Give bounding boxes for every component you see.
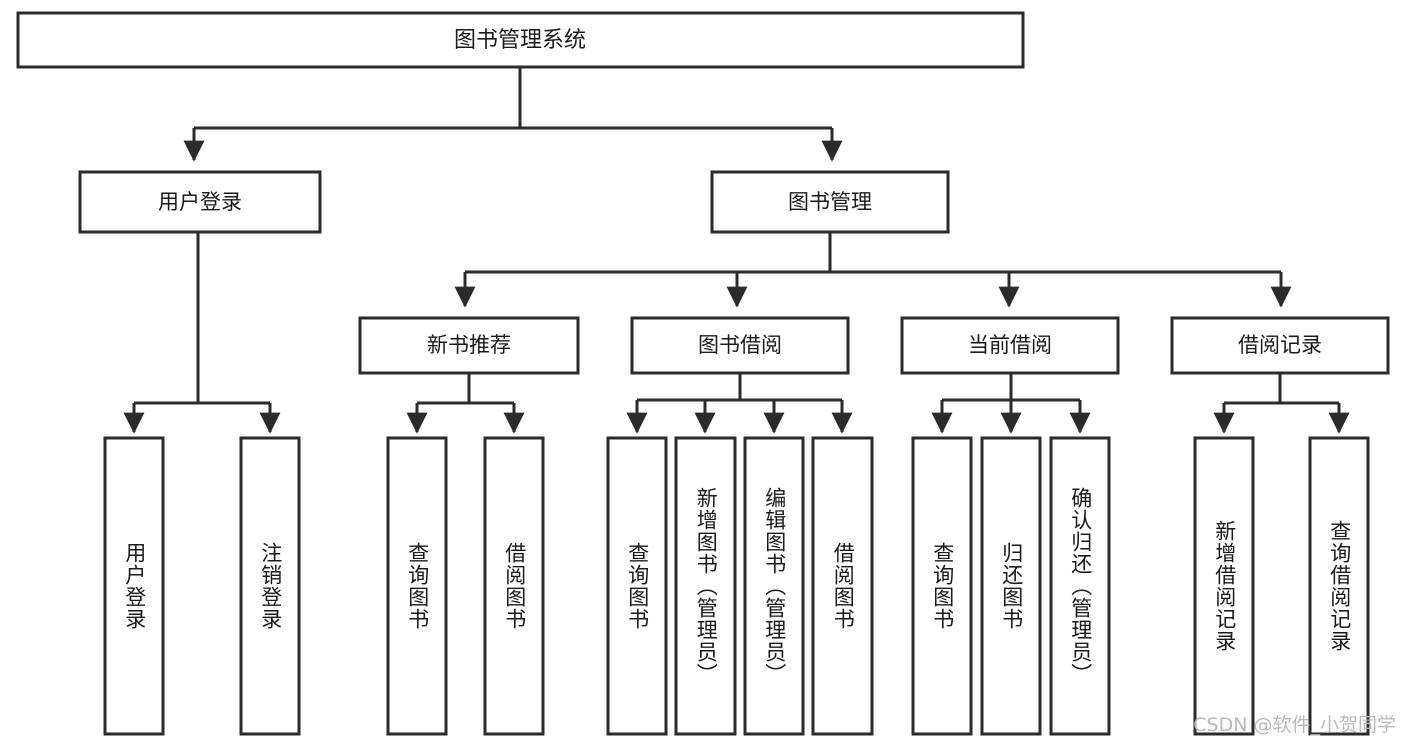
connector-group-new-book-recommend xyxy=(406,373,525,434)
node-new-book-recommend[interactable]: 新书推荐 xyxy=(358,316,580,375)
leaf-confirm-return-box[interactable] xyxy=(1049,436,1111,736)
node-user-login-box xyxy=(78,170,322,234)
node-root[interactable]: 图书管理系统 xyxy=(16,11,1025,69)
node-borrow-record-label: 借阅记录 xyxy=(1238,333,1322,357)
node-root-box xyxy=(16,11,1025,69)
node-book-management-label: 图书管理 xyxy=(788,190,872,214)
node-book-management-box xyxy=(710,170,950,234)
node-book-borrow-box xyxy=(630,316,850,375)
connector-group-book-borrow xyxy=(626,373,853,434)
leaf-boxes xyxy=(103,436,1370,736)
node-root-label: 图书管理系统 xyxy=(454,28,586,53)
connector-group-borrow-record xyxy=(1213,373,1350,434)
connector-group-book-management xyxy=(454,232,1292,308)
node-book-borrow-label: 图书借阅 xyxy=(698,333,782,357)
leaf-add-borrow-record-box[interactable] xyxy=(1193,436,1255,736)
leaf-return-book-box[interactable] xyxy=(980,436,1042,736)
leaf-borrow-book-2-box[interactable] xyxy=(811,436,874,736)
leaf-user-login-box[interactable] xyxy=(103,436,165,736)
connector-group-user-login xyxy=(123,232,281,434)
leaf-query-book-1-box[interactable] xyxy=(386,436,448,736)
node-current-borrow-label: 当前借阅 xyxy=(968,333,1052,357)
node-current-borrow[interactable]: 当前借阅 xyxy=(900,316,1120,375)
watermark-text: CSDN @软件_小贺同学 xyxy=(1193,714,1396,736)
node-borrow-record[interactable]: 借阅记录 xyxy=(1170,316,1390,375)
node-user-login-label: 用户登录 xyxy=(158,190,242,214)
leaf-add-book-box[interactable] xyxy=(674,436,737,736)
node-new-book-recommend-box xyxy=(358,316,580,375)
node-borrow-record-box xyxy=(1170,316,1390,375)
leaf-query-borrow-record-box[interactable] xyxy=(1308,436,1370,736)
leaf-logout-login-box[interactable] xyxy=(239,436,301,736)
connector-group-root xyxy=(183,67,843,162)
node-user-login[interactable]: 用户登录 xyxy=(78,170,322,234)
connector-group-current-borrow xyxy=(931,373,1091,434)
node-book-borrow[interactable]: 图书借阅 xyxy=(630,316,850,375)
leaf-borrow-book-1-box[interactable] xyxy=(483,436,545,736)
node-current-borrow-box xyxy=(900,316,1120,375)
leaf-query-book-2-box[interactable] xyxy=(606,436,668,736)
leaf-edit-book-box[interactable] xyxy=(743,436,805,736)
leaf-query-book-3-box[interactable] xyxy=(911,436,973,736)
node-new-book-recommend-label: 新书推荐 xyxy=(427,333,511,357)
node-book-management[interactable]: 图书管理 xyxy=(710,170,950,234)
